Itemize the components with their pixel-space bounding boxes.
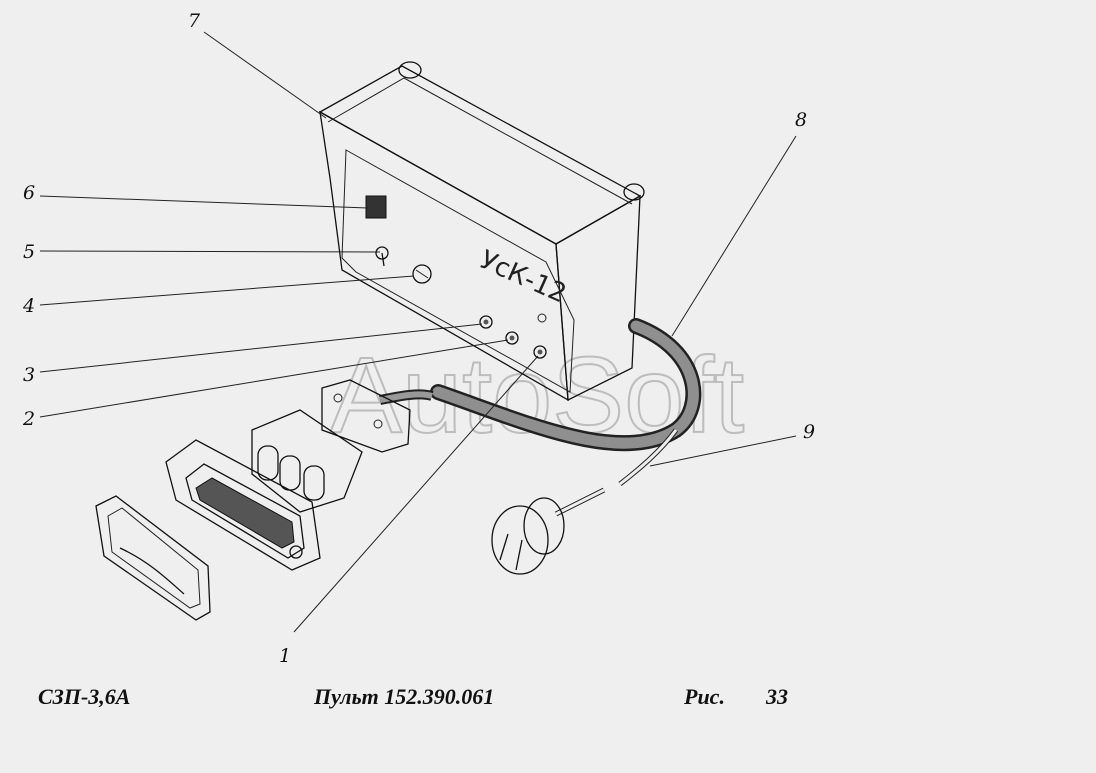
callout-5: 5	[23, 241, 36, 263]
mounting-bracket	[321, 379, 411, 453]
callout-1: 1	[279, 645, 292, 667]
cover-plate	[95, 495, 211, 621]
callout-3: 3	[23, 364, 36, 386]
cable	[379, 318, 702, 486]
callout-7: 7	[188, 10, 201, 32]
control-box	[318, 61, 645, 402]
figure-number: 33	[766, 684, 788, 709]
callout-8: 8	[795, 109, 808, 131]
leader-lines	[39, 31, 797, 633]
callout-2: 2	[23, 408, 36, 430]
callout-9: 9	[803, 421, 816, 443]
callout-4: 4	[23, 295, 36, 317]
round-plug	[491, 487, 606, 575]
callout-6: 6	[23, 182, 36, 204]
figure-label: Рис.	[684, 684, 725, 709]
figure-title: Пульт 152.390.061	[314, 684, 495, 709]
machine-model: СЗП-3,6А	[38, 684, 131, 709]
connector-housing	[165, 409, 363, 571]
